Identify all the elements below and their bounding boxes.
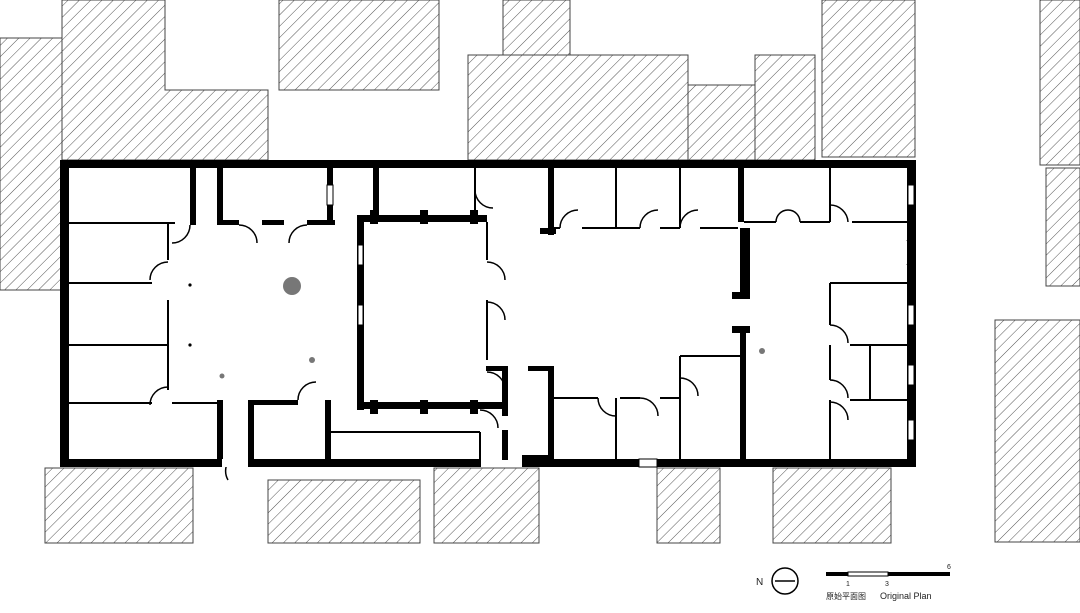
neighbor-building [502,0,571,56]
neighbor-building [1045,167,1080,287]
large-column [283,277,301,295]
interior-walls [190,167,750,461]
neighbor-building [1039,0,1080,166]
scale-bar-segment [847,571,889,577]
scale-bar-segment [888,572,950,576]
neighbor-building [267,479,421,544]
columns [188,277,765,379]
caption-cn: 原始平面图 [826,591,866,601]
neighbor-buildings [0,0,1080,544]
neighbor-building [754,54,816,161]
north-arrow-circle [771,567,799,595]
plan-caption: 原始平面图 Original Plan [826,591,932,601]
wall-south-west [60,459,222,467]
neighbor-building [44,467,194,544]
caption-en: Original Plan [880,591,932,601]
north-arrow: N [756,567,799,595]
door-swings [149,189,913,481]
neighbor-building [772,467,892,544]
scale-bar: 1 3 6 [826,564,951,588]
wall-south-mid [248,459,481,467]
window-openings [222,184,915,468]
scale-tick-label: 6 [947,564,951,571]
neighbor-building [467,54,689,161]
neighbor-building [278,0,440,91]
scale-tick-label: 1 [846,581,850,588]
neighbor-building [433,467,540,544]
neighbor-building [0,37,63,291]
scale-tick-label: 3 [885,581,889,588]
wall-north [60,160,916,168]
wall-south-east [522,459,916,467]
neighbor-building [687,84,756,161]
north-label: N [756,577,763,588]
neighbor-building [656,467,721,544]
neighbor-building [821,0,916,158]
wall-west [60,160,69,466]
neighbor-building [61,0,269,161]
neighbor-building [994,319,1080,543]
scale-bar-segment [826,572,848,576]
partition-lines [69,168,907,460]
